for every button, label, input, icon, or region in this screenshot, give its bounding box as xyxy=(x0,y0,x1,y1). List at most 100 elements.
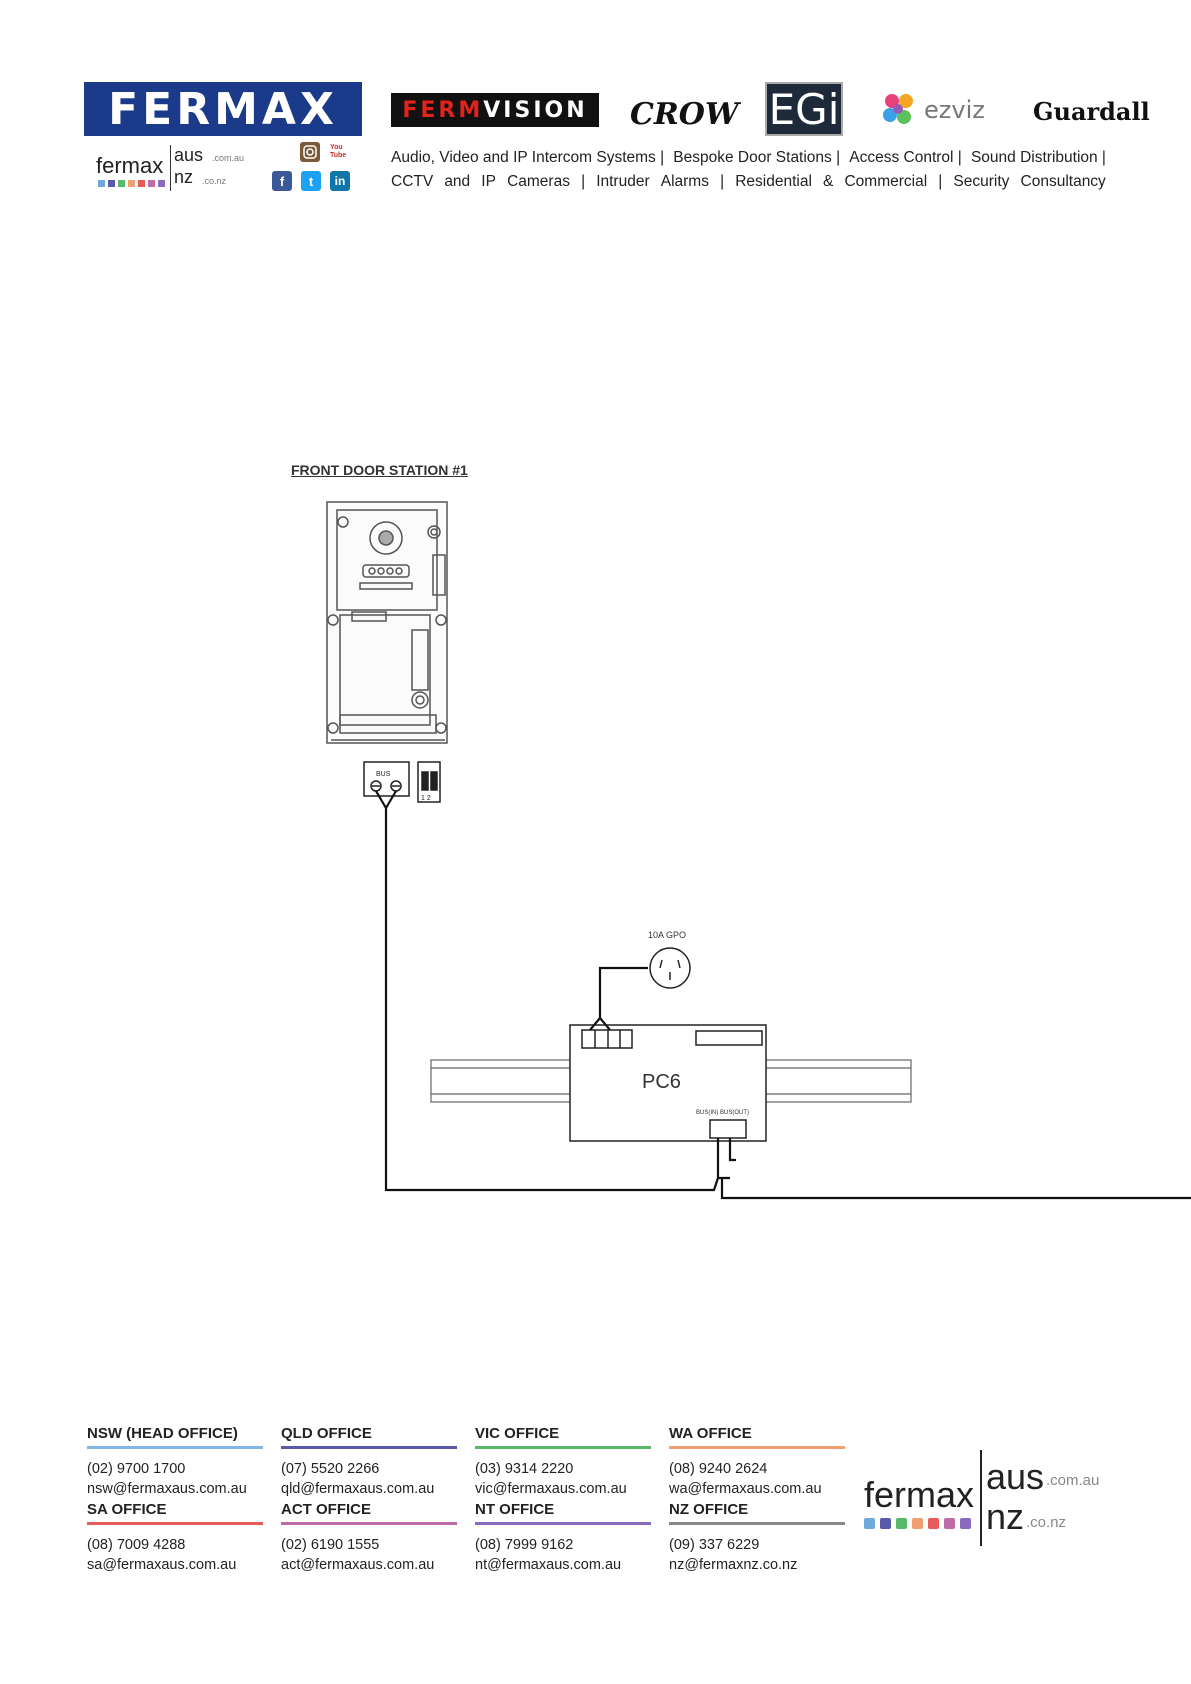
tagline-word: Residential xyxy=(735,173,812,190)
office-color-line xyxy=(87,1522,263,1525)
office-email[interactable]: vic@fermaxaus.com.au xyxy=(475,1481,627,1497)
twitter-icon[interactable]: t xyxy=(301,171,321,191)
office-name: ACT OFFICE xyxy=(281,1501,371,1518)
office-email[interactable]: nt@fermaxaus.com.au xyxy=(475,1557,622,1573)
ezviz-logo-text: ezviz xyxy=(924,96,985,124)
logo-dot xyxy=(960,1518,971,1529)
office-card: ACT OFFICE (02) 6190 1555 act@fermaxaus.co… xyxy=(281,1501,459,1575)
office-email[interactable]: nsw@fermaxaus.com.au xyxy=(87,1481,247,1497)
crow-logo-text: CROW xyxy=(630,97,739,132)
tagline-word: IP xyxy=(481,173,496,190)
dip-switch xyxy=(417,761,441,803)
office-color-line xyxy=(669,1446,845,1449)
gpo-outlet xyxy=(649,947,691,989)
ezviz-flower-icon xyxy=(883,94,913,124)
office-email[interactable]: sa@fermaxaus.com.au xyxy=(87,1557,237,1573)
office-email[interactable]: wa@fermaxaus.com.au xyxy=(669,1481,822,1497)
office-card: NZ OFFICE (09) 337 6229 nz@fermaxnz.co.nz xyxy=(669,1501,847,1575)
small-logo-aus: aus xyxy=(174,145,204,165)
youtube-icon[interactable]: You Tube xyxy=(330,142,350,162)
tagline-word: Access Control | xyxy=(849,149,962,166)
door-station xyxy=(326,501,448,744)
logo-dot xyxy=(928,1518,939,1529)
big-logo-aus-domain: .com.au xyxy=(1046,1472,1100,1489)
tagline-word: | xyxy=(938,173,943,190)
station-title: FRONT DOOR STATION #1 xyxy=(291,462,468,478)
egi-logo: EGi xyxy=(765,82,843,136)
office-phone[interactable]: (08) 7009 4288 xyxy=(87,1537,186,1553)
office-color-line xyxy=(87,1446,263,1449)
tagline-word: Audio, Video and IP Intercom Systems | xyxy=(391,149,665,166)
tagline-word: Sound Distribution | xyxy=(970,149,1106,166)
small-logo-nz-domain: .co.nz xyxy=(202,176,227,186)
tagline: Audio, Video and IP Intercom Systems | Be… xyxy=(391,146,1106,194)
office-name: QLD OFFICE xyxy=(281,1425,372,1442)
office-color-line xyxy=(281,1522,457,1525)
tagline-word: Alarms xyxy=(660,173,709,190)
office-color-line xyxy=(475,1522,651,1525)
office-name: WA OFFICE xyxy=(669,1425,752,1442)
office-phone[interactable]: (02) 6190 1555 xyxy=(281,1537,380,1553)
linkedin-icon[interactable]: in xyxy=(330,171,350,191)
office-name: VIC OFFICE xyxy=(475,1425,560,1442)
bus-terminal xyxy=(363,761,410,797)
office-card: WA OFFICE (08) 9240 2624 wa@fermaxaus.com.… xyxy=(669,1425,847,1499)
logo-dot xyxy=(896,1518,907,1529)
tagline-word: Consultancy xyxy=(1020,173,1106,190)
logo-dot xyxy=(912,1518,923,1529)
small-logo-nz: nz xyxy=(174,167,194,187)
office-phone[interactable]: (09) 337 6229 xyxy=(669,1537,760,1553)
facebook-icon[interactable]: f xyxy=(272,171,292,191)
big-logo-divider xyxy=(980,1450,982,1546)
logo-dot xyxy=(944,1518,955,1529)
office-card: SA OFFICE (08) 7009 4288 sa@fermaxaus.com.… xyxy=(87,1501,265,1575)
tagline-word: | xyxy=(720,173,725,190)
gpo-label: 10A GPO xyxy=(648,930,686,940)
big-logo-fermax: fermax xyxy=(864,1474,975,1515)
office-name: SA OFFICE xyxy=(87,1501,167,1518)
instagram-icon[interactable] xyxy=(300,142,320,162)
office-color-line xyxy=(281,1446,457,1449)
big-logo-nz: nz xyxy=(986,1496,1025,1537)
small-logo-divider xyxy=(170,145,171,191)
wires xyxy=(375,790,1191,1200)
small-logo-fermax: fermax xyxy=(96,153,164,178)
office-phone[interactable]: (02) 9700 1700 xyxy=(87,1461,186,1477)
office-name: NZ OFFICE xyxy=(669,1501,749,1518)
fermvision-logo-red: FERM xyxy=(402,97,484,123)
pc6-power-unit xyxy=(569,1024,767,1142)
office-color-line xyxy=(475,1446,651,1449)
office-card: VIC OFFICE (03) 9314 2220 vic@fermaxaus.co… xyxy=(475,1425,653,1499)
tagline-word: Cameras xyxy=(507,173,570,190)
tagline-word: Security xyxy=(953,173,1010,190)
small-logo-aus-domain: .com.au xyxy=(212,153,245,163)
logo-dot xyxy=(880,1518,891,1529)
bus-label: BUS xyxy=(376,771,391,778)
tagline-word: Intruder xyxy=(596,173,650,190)
big-logo-aus: aus xyxy=(986,1456,1045,1497)
tagline-word: | xyxy=(581,173,586,190)
big-logo-nz-domain: .co.nz xyxy=(1026,1514,1067,1531)
tagline-word: & xyxy=(823,173,834,190)
office-phone[interactable]: (07) 5520 2266 xyxy=(281,1461,380,1477)
tagline-word: Bespoke Door Stations | xyxy=(673,149,841,166)
office-color-line xyxy=(669,1522,845,1525)
office-email[interactable]: nz@fermaxnz.co.nz xyxy=(669,1557,798,1573)
tagline-line-1: Audio, Video and IP Intercom Systems | Be… xyxy=(391,146,1106,170)
office-email[interactable]: qld@fermaxaus.com.au xyxy=(281,1481,435,1497)
office-phone[interactable]: (08) 9240 2624 xyxy=(669,1461,768,1477)
fermaxaus-small-logo: fermax aus .com.au nz .co.nz xyxy=(96,143,266,197)
logo-dot xyxy=(864,1518,875,1529)
office-phone[interactable]: (08) 7999 9162 xyxy=(475,1537,574,1553)
office-email[interactable]: act@fermaxaus.com.au xyxy=(281,1557,435,1573)
fermvision-logo-white: VISION xyxy=(483,97,588,123)
fermaxaus-big-logo: fermax aus .com.au nz .co.nz xyxy=(864,1450,1114,1550)
office-card: QLD OFFICE (07) 5520 2266 qld@fermaxaus.co… xyxy=(281,1425,459,1499)
crow-logo: CROW xyxy=(630,86,739,132)
tagline-word: Commercial xyxy=(844,173,928,190)
office-phone[interactable]: (03) 9314 2220 xyxy=(475,1461,574,1477)
